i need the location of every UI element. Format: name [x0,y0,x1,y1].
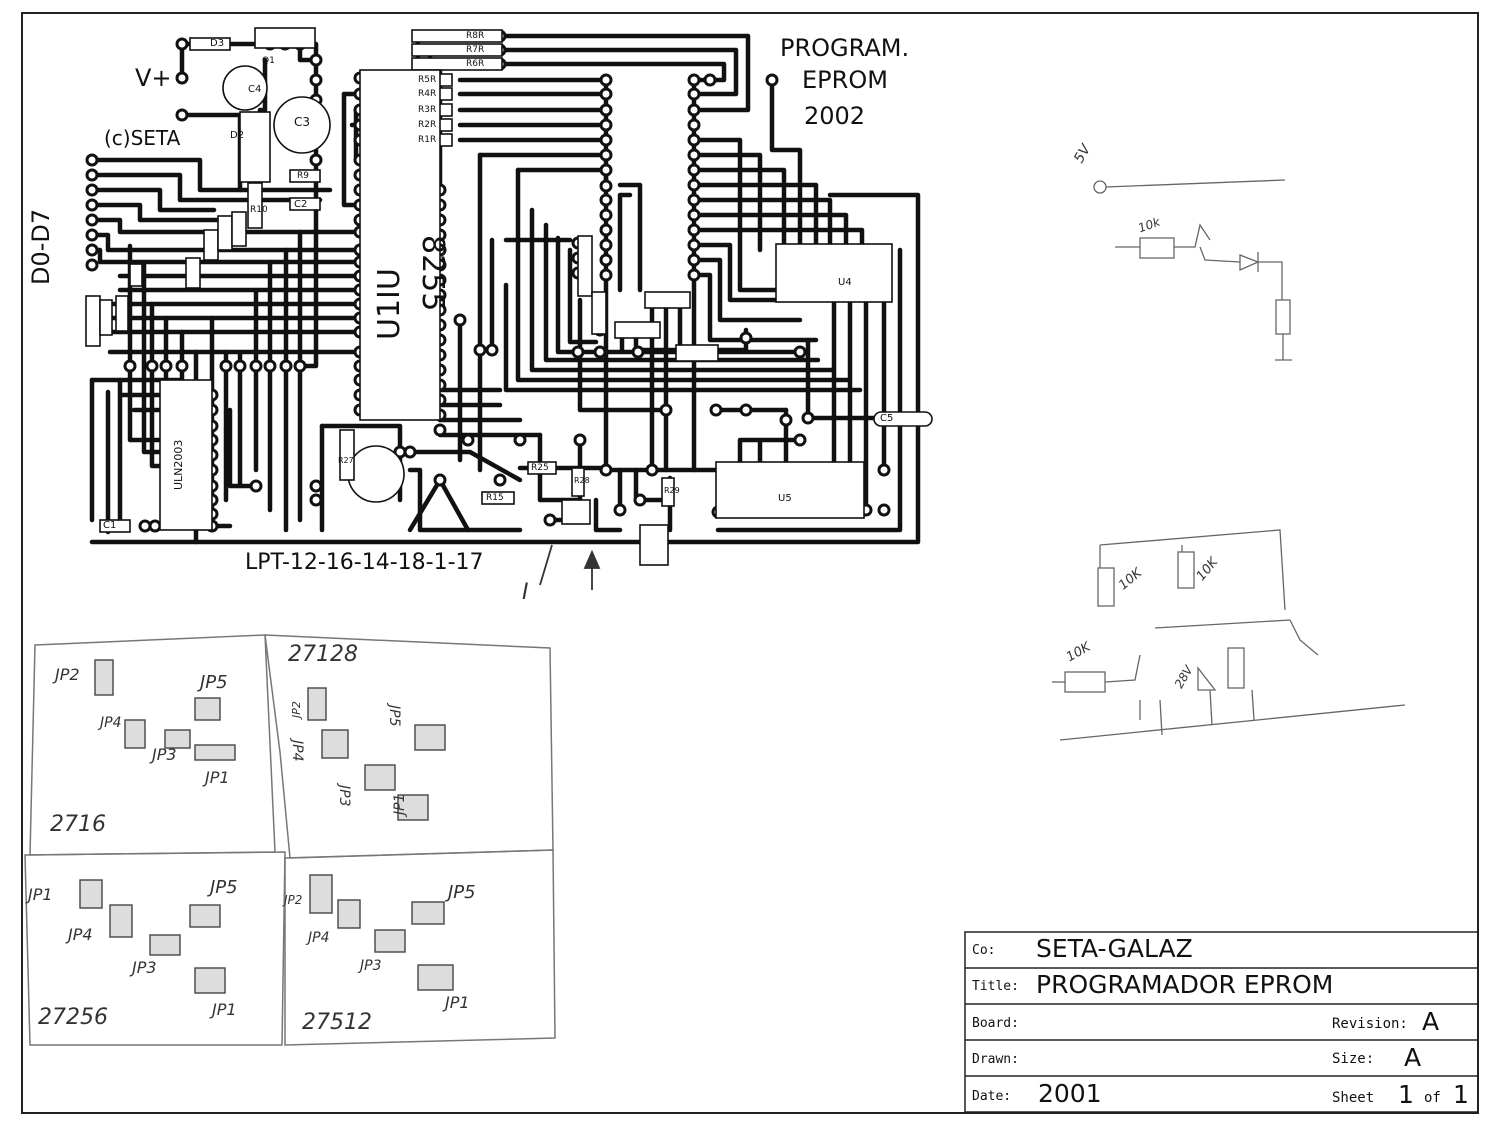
jumper-label: JP1 [445,993,470,1012]
pcb-copyright: (c)SETA [104,126,181,150]
component-label: R9 [297,171,309,181]
tb-revision-value: A [1422,1007,1440,1036]
tb-size-value: A [1404,1043,1422,1072]
jumper-label: JP4 [308,930,330,946]
jumper-label: JP3 [132,958,157,977]
tb-board-label: Board: [972,1016,1019,1031]
component-label: R4R [418,89,437,99]
tb-date-value: 2001 [1038,1079,1102,1108]
component-label: U4 [838,277,852,288]
tb-drawn-label: Drawn: [972,1052,1019,1067]
tb-revision-label: Revision: [1332,1016,1408,1032]
pcb-components [85,27,933,566]
jumper-label: JP2 [55,665,80,684]
jumper-label: JP5 [386,705,402,727]
component-label: U5 [778,493,792,504]
chip-u1-label: U1IU [372,268,407,340]
pencil-sketches [1052,179,1406,741]
jumper-label: JP3 [360,958,382,974]
component-label: R10 [250,205,268,215]
jumper-label: JP4 [68,925,93,944]
component-label: R6R [466,59,485,69]
component-label: R2R [418,120,437,130]
tb-co-label: Co: [972,943,996,958]
jumper-blocks [79,659,454,994]
jumper-label: JP4 [289,740,305,762]
component-label: R27 [338,456,354,465]
jumper-label: JP2 [290,701,303,718]
jumper-label: JP1 [28,885,53,904]
component-label: R7R [466,45,485,55]
lpt-pins-label: LPT-12-16-14-18-1-17 [245,550,484,575]
jumper-box-2716-title: 2716 [50,812,106,837]
tb-of-label: of [1424,1090,1441,1106]
jumper-box-frames [24,634,556,1046]
component-label: C4 [248,84,262,95]
pcb-title-line2: EPROM [802,66,888,94]
jumper-label: JP5 [200,672,228,693]
component-label: R5R [418,75,437,85]
jumper-label: JP5 [210,877,238,898]
component-label: R29 [664,486,680,495]
component-label: R1R [418,135,437,145]
sheet-border [21,12,1479,1114]
tb-co-value: SETA-GALAZ [1036,934,1193,963]
component-label: C3 [294,115,311,129]
tb-date-label: Date: [972,1089,1012,1104]
jumper-box-27256-title: 27256 [38,1005,108,1030]
title-block [964,931,1479,1113]
pcb-title-line1: PROGRAM. [780,34,910,62]
jumper-box-27512-title: 27512 [302,1010,372,1035]
component-label: Q1 [262,56,275,66]
uln-label: ULN2003 [172,439,185,490]
component-label: D2 [230,130,245,141]
component-label: R3R [418,105,437,115]
component-label: C5 [880,413,894,424]
tb-sheet-total: 1 [1453,1080,1469,1109]
lpt-arrow [539,544,601,590]
component-label: D3 [210,38,225,49]
jumper-label: JP5 [448,882,476,903]
jumper-label: JP1 [205,768,230,787]
jumper-label: JP4 [100,715,122,731]
jumper-label: JP2 [284,893,303,907]
jumper-label: JP3 [336,785,352,807]
sketch-label-i: I [522,580,529,605]
tb-sheet-number: 1 [1398,1080,1414,1109]
component-label: R8R [466,31,485,41]
tb-title-label: Title: [972,979,1019,994]
component-label: R28 [574,476,590,485]
jumper-label: JP1 [392,793,408,815]
jumper-label: JP3 [152,745,177,764]
component-label: C1 [103,520,117,531]
tb-sheet-label: Sheet [1332,1090,1375,1106]
component-label: R25 [531,463,549,473]
chip-part-label: 8255 [415,235,450,312]
component-label: C2 [294,199,308,210]
pcb-title-year: 2002 [804,102,866,130]
tb-title-value: PROGRAMADOR EPROM [1036,970,1334,999]
data-bus-label: D0-D7 [27,208,55,285]
vplus-label: V+ [135,64,172,92]
component-label: R15 [486,493,504,503]
tb-size-label: Size: [1332,1051,1375,1067]
jumper-box-27128-title: 27128 [288,642,358,667]
jumper-label: JP1 [212,1000,237,1019]
